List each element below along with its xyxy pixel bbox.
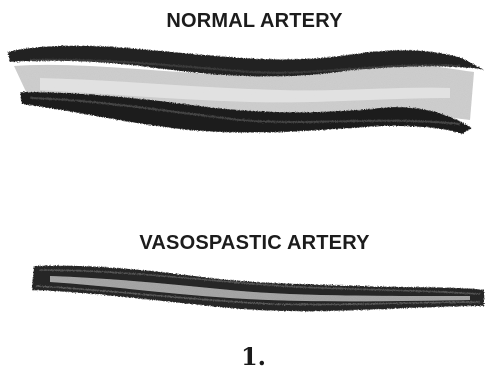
figure-number: 1. bbox=[0, 342, 487, 371]
vasospastic-artery-wall bbox=[32, 266, 484, 312]
normal-artery bbox=[8, 46, 484, 134]
vasospastic-artery bbox=[32, 266, 484, 312]
vasospastic-artery-label: VASOSPASTIC ARTERY bbox=[0, 232, 487, 255]
